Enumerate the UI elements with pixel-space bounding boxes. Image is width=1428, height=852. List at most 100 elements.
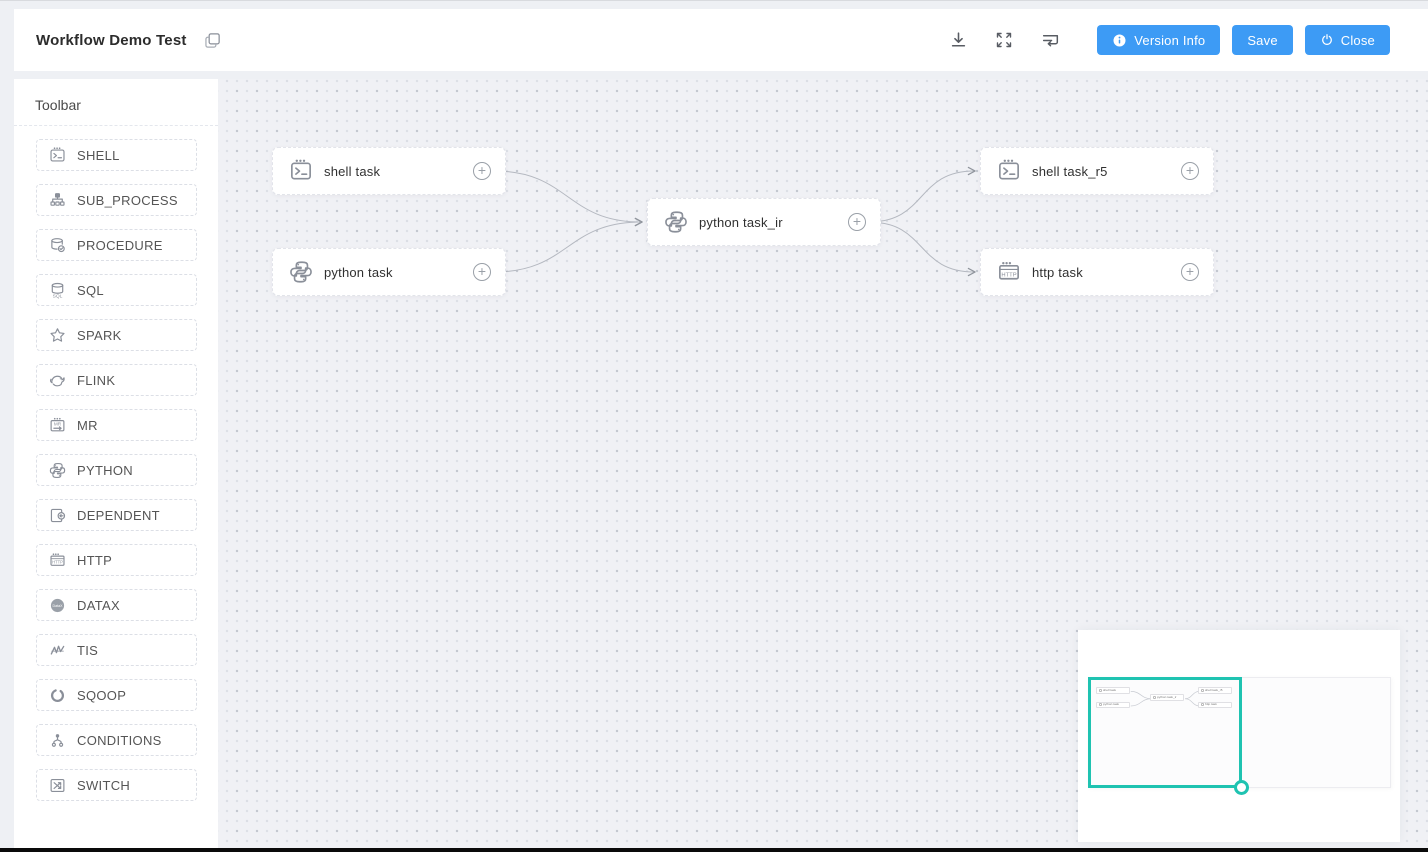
minimap-resize-handle[interactable] [1234, 780, 1249, 795]
shell-icon [49, 146, 66, 164]
toolbar-item-label: PROCEDURE [77, 237, 163, 253]
procedure-icon [49, 237, 66, 254]
toolbar-item-list: SHELL SUB_PROCESS PROCEDURE SQL SQL SPARK FLIN… [14, 126, 218, 801]
task-node-python-task-ir[interactable]: python task_ir + [647, 198, 881, 246]
workflow-header: Workflow Demo Test Version Info Save Clo… [14, 9, 1428, 71]
task-node-shell-task[interactable]: shell task + [272, 147, 506, 195]
save-label: Save [1247, 32, 1278, 48]
conditions-icon [49, 732, 66, 749]
spark-icon [49, 327, 66, 344]
subprocess-icon [49, 192, 66, 209]
task-node-label: python task [324, 264, 393, 280]
datax-icon: DataX [49, 597, 66, 614]
toolbar-item-label: SWITCH [77, 777, 131, 793]
toolbar-item-shell[interactable]: SHELL [36, 139, 197, 171]
node-connect-handle[interactable]: + [1181, 263, 1199, 281]
task-node-python-task[interactable]: python task + [272, 248, 506, 296]
toolbar-item-label: CONDITIONS [77, 732, 162, 748]
toolbar-item-label: DATAX [77, 597, 120, 613]
header-actions: Version Info Save Close [947, 25, 1390, 55]
svg-text:HTTP: HTTP [1001, 273, 1016, 279]
dependent-icon [49, 507, 66, 524]
info-circle-icon [1112, 33, 1127, 48]
node-connect-handle[interactable]: + [473, 263, 491, 281]
edge-python-task-to-python-task-ir [493, 217, 643, 273]
python-icon [49, 462, 66, 479]
mr-icon: MR [49, 417, 66, 434]
edge-python-task-ir-to-http-task [868, 221, 976, 277]
power-icon [1320, 33, 1334, 47]
shell-icon [997, 159, 1021, 183]
svg-text:HTTP: HTTP [52, 559, 63, 564]
toolbar-item-label: SQOOP [77, 687, 127, 703]
python-icon [664, 210, 688, 234]
svg-text:DataX: DataX [52, 603, 63, 607]
toolbar-item-conditions[interactable]: CONDITIONS [36, 724, 197, 756]
toolbar-item-datax[interactable]: DataX DATAX [36, 589, 197, 621]
toolbar-heading: Toolbar [35, 97, 81, 113]
sql-icon: SQL [49, 282, 66, 299]
svg-text:MR: MR [54, 421, 62, 426]
toolbar-item-tis[interactable]: TIS [36, 634, 197, 666]
http-icon: HTTP [49, 552, 66, 569]
version-info-label: Version Info [1134, 32, 1206, 48]
svg-text:SQL: SQL [53, 293, 63, 298]
workflow-title: Workflow Demo Test [36, 31, 187, 49]
node-connect-handle[interactable]: + [1181, 162, 1199, 180]
copy-icon[interactable] [203, 31, 222, 50]
minimap-node-http-task: http task [1198, 701, 1233, 709]
node-connect-handle[interactable]: + [473, 162, 491, 180]
task-node-label: shell task_r5 [1032, 163, 1108, 179]
minimap-viewport[interactable] [1088, 677, 1242, 788]
task-node-shell-task-r5[interactable]: shell task_r5 + [980, 147, 1214, 195]
sqoop-icon [49, 687, 66, 704]
format-dag-icon[interactable] [1039, 29, 1061, 51]
toolbar-item-label: SUB_PROCESS [77, 192, 178, 208]
toolbar-item-dependent[interactable]: DEPENDENT [36, 499, 197, 531]
toolbar-item-label: DEPENDENT [77, 507, 160, 523]
http-icon: HTTP [997, 260, 1021, 284]
toolbar-item-label: SPARK [77, 327, 122, 343]
minimap[interactable]: shell task python task python task_ir shell… [1078, 630, 1400, 842]
toolbar-separator [14, 125, 218, 126]
switch-icon [49, 777, 66, 794]
fullscreen-icon[interactable] [993, 29, 1015, 51]
toolbar-item-python[interactable]: PYTHON [36, 454, 197, 486]
toolbar-item-mr[interactable]: MR MR [36, 409, 197, 441]
minimap-node-python-task-ir: python task_ir [1150, 694, 1185, 702]
minimap-node-shell-task-r5: shell task_r5 [1198, 686, 1233, 694]
shell-icon [289, 159, 313, 183]
toolbar-item-spark[interactable]: SPARK [36, 319, 197, 351]
version-info-button[interactable]: Version Info [1097, 25, 1221, 55]
toolbar-item-label: HTTP [77, 552, 113, 568]
toolbar-item-label: SHELL [77, 147, 120, 163]
minimap-node-shell-task: shell task [1095, 686, 1130, 694]
python-icon [289, 260, 313, 284]
toolbar-item-sqoop[interactable]: SQOOP [36, 679, 197, 711]
minimap-node-python-task: python task [1095, 701, 1130, 709]
toolbar-item-procedure[interactable]: PROCEDURE [36, 229, 197, 261]
toolbar-item-flink[interactable]: FLINK [36, 364, 197, 396]
toolbar-item-label: MR [77, 417, 98, 433]
toolbar-item-label: SQL [77, 282, 104, 298]
task-node-label: shell task [324, 163, 381, 179]
edge-shell-task-to-python-task-ir [493, 170, 643, 227]
window-bottom-edge [0, 848, 1428, 852]
save-button[interactable]: Save [1232, 25, 1293, 55]
toolbar-item-sql[interactable]: SQL SQL [36, 274, 197, 306]
toolbar-item-switch[interactable]: SWITCH [36, 769, 197, 801]
task-node-label: http task [1032, 264, 1083, 280]
close-button[interactable]: Close [1304, 25, 1390, 55]
task-node-label: python task_ir [699, 214, 783, 230]
task-node-http-task[interactable]: HTTP http task + [980, 248, 1214, 296]
node-connect-handle[interactable]: + [848, 213, 866, 231]
toolbar-item-sub_process[interactable]: SUB_PROCESS [36, 184, 197, 216]
toolbar-item-label: TIS [77, 642, 99, 658]
tis-icon [49, 642, 66, 659]
toolbar-item-label: PYTHON [77, 462, 133, 478]
download-icon[interactable] [947, 29, 969, 51]
toolbar-item-label: FLINK [77, 372, 116, 388]
toolbar-item-http[interactable]: HTTP HTTP [36, 544, 197, 576]
